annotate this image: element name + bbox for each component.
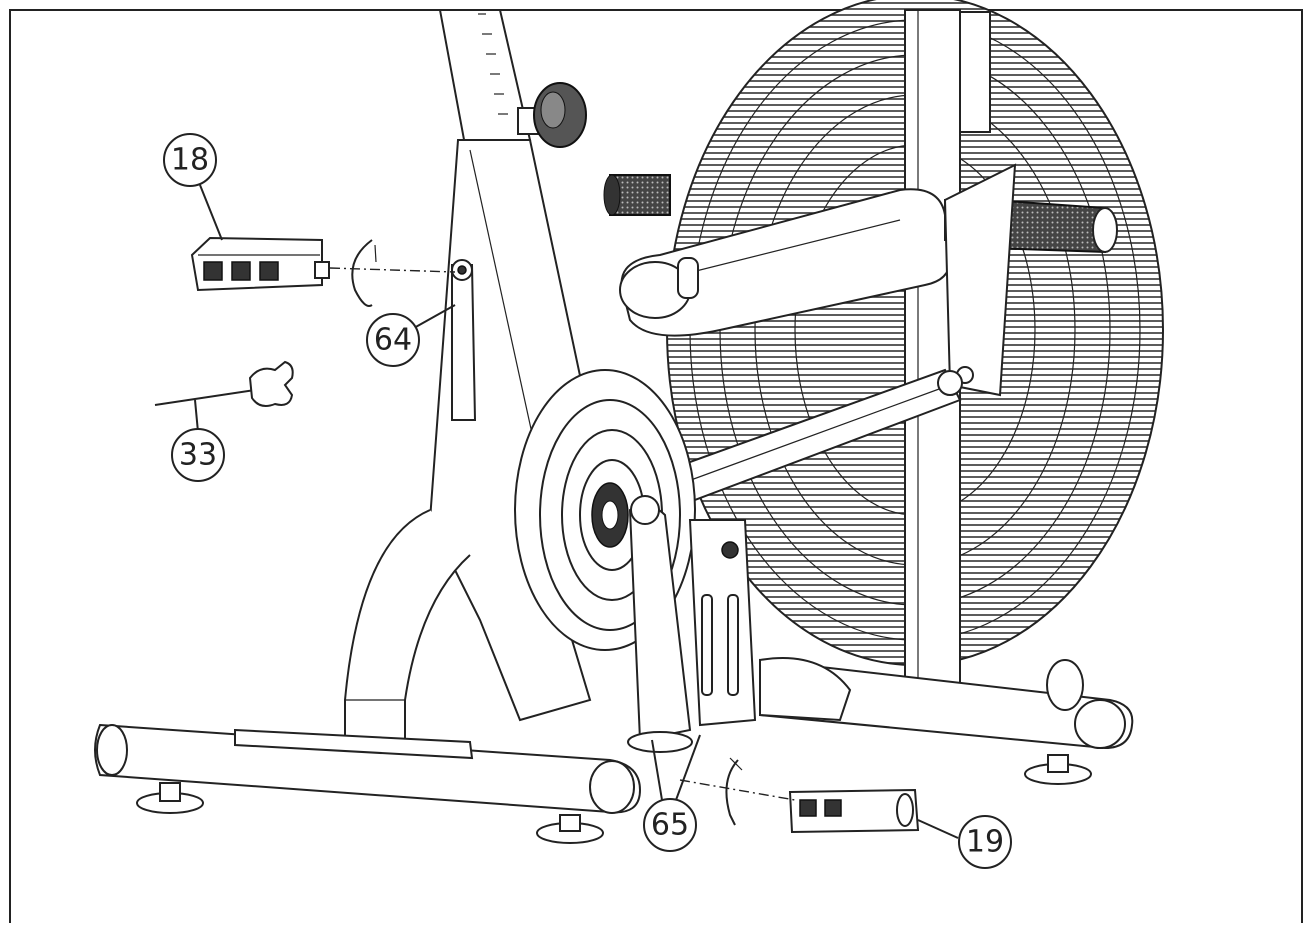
rotation-arrow-right	[725, 759, 739, 826]
leader-33	[194, 399, 199, 433]
chain-guard-bracket	[688, 519, 757, 727]
handle-arm	[619, 188, 952, 337]
callout-33: 33	[171, 428, 225, 482]
leader-18	[199, 184, 223, 241]
rotation-arrow-left	[351, 239, 373, 307]
page-frame	[9, 9, 1303, 927]
callout-18-label: 18	[171, 143, 209, 178]
callout-65-label: 65	[651, 808, 689, 843]
left-grip	[603, 174, 671, 216]
callout-19-label: 19	[966, 825, 1004, 860]
leveling-feet	[136, 731, 1092, 844]
pedal-right	[788, 788, 920, 834]
part-64-bolt	[451, 259, 477, 421]
assembly-line-right	[679, 779, 796, 801]
wrench-tool	[154, 360, 294, 407]
leader-65a	[651, 739, 663, 801]
callout-18: 18	[163, 133, 217, 187]
crank-arm	[628, 495, 692, 742]
adjustment-knob	[517, 82, 587, 148]
front-stabilizer	[759, 657, 1134, 750]
callout-65: 65	[643, 798, 697, 852]
pedal-left	[190, 236, 330, 292]
assembly-line-left	[329, 267, 456, 273]
callout-33-label: 33	[179, 438, 217, 473]
rear-stabilizer	[94, 723, 642, 814]
callout-64-label: 64	[374, 323, 412, 358]
leader-19	[917, 819, 959, 839]
callout-19: 19	[958, 815, 1012, 869]
leader-65b	[675, 734, 701, 801]
seat-post	[438, 9, 532, 147]
callout-64: 64	[366, 313, 420, 367]
